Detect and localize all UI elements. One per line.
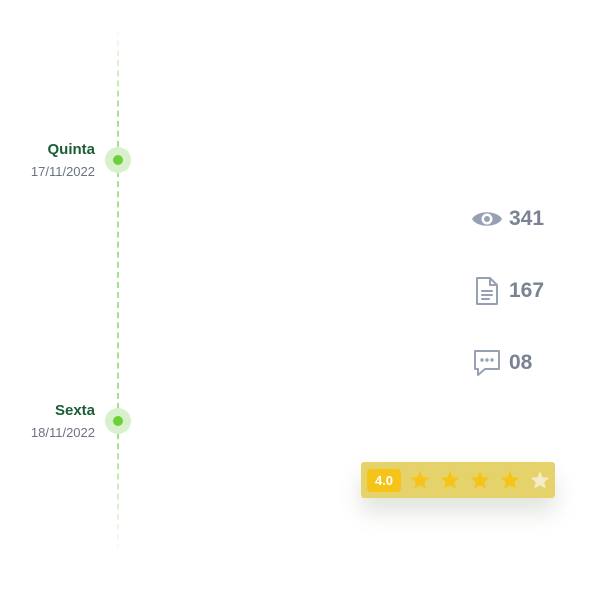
star-filled-icon[interactable] xyxy=(465,468,495,492)
star-filled-icon[interactable] xyxy=(495,468,525,492)
document-icon xyxy=(470,274,504,308)
comments-count: 08 xyxy=(509,351,533,374)
star-filled-icon[interactable] xyxy=(405,468,435,492)
timeline-dot xyxy=(105,147,131,173)
stat-documents: 167 xyxy=(470,274,580,308)
event-date-label: 18/11/2022 xyxy=(30,425,95,440)
timeline-event-quinta: Quinta 17/11/2022 xyxy=(0,141,140,191)
star-empty-icon[interactable] xyxy=(525,468,555,492)
timeline-fade-top xyxy=(110,25,126,115)
eye-icon xyxy=(470,202,504,236)
timeline-event-sexta: Sexta 18/11/2022 xyxy=(0,402,140,452)
rating-score-badge: 4.0 xyxy=(367,468,401,492)
timeline-fade-bottom xyxy=(110,440,126,555)
documents-count: 167 xyxy=(509,279,545,302)
event-day-label: Quinta xyxy=(47,141,96,158)
event-date-label: 17/11/2022 xyxy=(30,164,95,179)
rating-stars xyxy=(405,468,555,492)
stat-comments: 08 xyxy=(470,346,580,380)
timeline-dot xyxy=(105,408,131,434)
rating-bar: 4.0 xyxy=(361,462,555,498)
stat-views: 341 xyxy=(470,202,580,236)
star-filled-icon[interactable] xyxy=(435,468,465,492)
timeline-line xyxy=(117,30,119,550)
chat-bubble-icon xyxy=(470,346,504,380)
views-count: 341 xyxy=(509,207,545,230)
event-day-label: Sexta xyxy=(54,402,95,419)
